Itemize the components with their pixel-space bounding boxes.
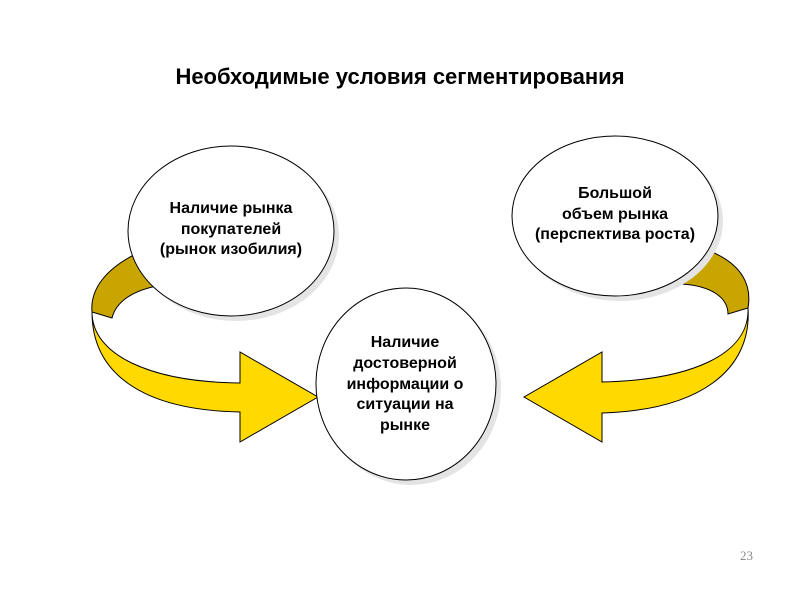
node-right-label: Большой объем рынка (перспектива роста) xyxy=(534,184,696,244)
node-right-circle xyxy=(511,135,723,301)
page-number: 23 xyxy=(740,548,753,563)
node-left-circle xyxy=(127,145,339,321)
right-arrow-body xyxy=(522,307,749,443)
node-left-label: Наличие рынка покупателей (рынок изобили… xyxy=(159,199,303,259)
node-center-circle xyxy=(315,287,501,485)
slide-title: Необходимые условия сегментирования xyxy=(175,64,625,89)
left-arrow-body xyxy=(91,311,320,443)
node-center-label: Наличие достоверной информации о ситуаци… xyxy=(346,334,464,435)
